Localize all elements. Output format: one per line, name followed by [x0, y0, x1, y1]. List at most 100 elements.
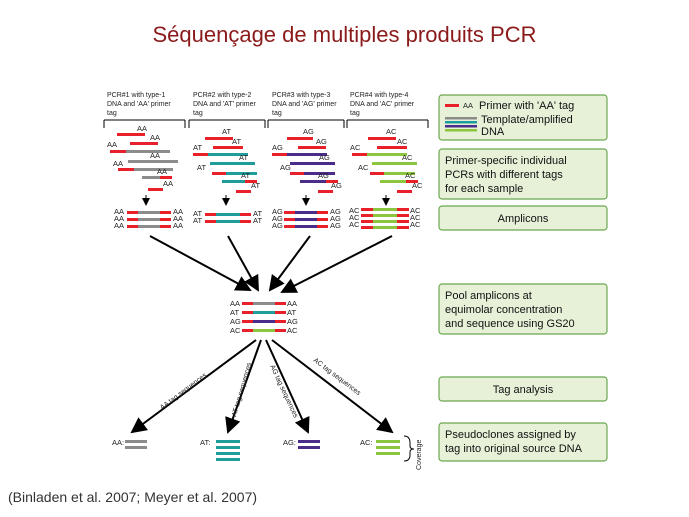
svg-text:AT: AT	[287, 308, 296, 317]
svg-text:DNA and 'AA' primer: DNA and 'AA' primer	[107, 101, 171, 108]
svg-text:AA: AA	[107, 140, 117, 149]
svg-text:AG: AG	[272, 214, 283, 223]
svg-text:AC: AC	[397, 137, 408, 146]
svg-text:AC: AC	[386, 127, 397, 136]
svg-text:tag into original source DNA: tag into original source DNA	[445, 443, 583, 455]
svg-text:AT: AT	[239, 153, 248, 162]
svg-text:AG: AG	[319, 153, 330, 162]
svg-text:AG: AG	[303, 127, 314, 136]
svg-text:AC: AC	[410, 213, 421, 222]
svg-text:PCR#2 with type-2: PCR#2 with type-2	[193, 92, 251, 99]
svg-text:AG: AG	[280, 163, 291, 172]
svg-text:AT tag sequences: AT tag sequences	[231, 362, 253, 418]
svg-text:AC: AC	[349, 213, 360, 222]
pseudoclones: AA: AT: AG: AC: Coverage	[112, 435, 423, 470]
svg-text:AA: AA	[157, 167, 167, 176]
sequence-arrow-labels: AA tag sequences AT tag sequences AG tag…	[159, 357, 362, 419]
svg-text:AC: AC	[358, 163, 369, 172]
svg-text:AT: AT	[193, 143, 202, 152]
svg-text:DNA: DNA	[481, 126, 505, 138]
svg-text:Pseudoclones assigned by: Pseudoclones assigned by	[445, 429, 576, 441]
legend-box: AA Primer with 'AA' tag Template/amplifi…	[438, 94, 608, 141]
svg-text:AG: AG	[330, 207, 341, 216]
svg-text:tag: tag	[350, 110, 360, 117]
svg-text:AC:: AC:	[360, 438, 373, 447]
svg-text:AT: AT	[232, 137, 241, 146]
svg-text:AT: AT	[197, 163, 206, 172]
svg-text:AC: AC	[350, 143, 361, 152]
svg-text:AG: AG	[316, 137, 327, 146]
svg-text:AG: AG	[331, 181, 342, 190]
svg-text:tag: tag	[272, 110, 282, 117]
svg-text:AG: AG	[318, 171, 329, 180]
box-pool-amplicons: Pool amplicons at equimolar concentratio…	[438, 283, 608, 335]
svg-text:AG: AG	[287, 317, 298, 326]
svg-text:AA: AA	[150, 133, 160, 142]
svg-text:AT: AT	[253, 209, 262, 218]
svg-text:AG: AG	[230, 317, 241, 326]
svg-text:AC: AC	[402, 153, 413, 162]
svg-text:AG tag sequences: AG tag sequences	[268, 364, 299, 420]
box-pseudoclones: Pseudoclones assigned by tag into origin…	[438, 422, 608, 462]
svg-text:AT: AT	[241, 171, 250, 180]
pcr-panel-1-header: PCR#1 with type-1 DNA and 'AA' primer ta…	[107, 92, 171, 117]
svg-text:AA: AA	[463, 101, 473, 110]
svg-text:tag: tag	[193, 110, 203, 117]
pcr-panel-2-header: PCR#2 with type-2 DNA and 'AT' primer ta…	[193, 92, 257, 117]
svg-text:Coverage: Coverage	[416, 440, 423, 470]
svg-text:AT: AT	[193, 216, 202, 225]
svg-text:AA: AA	[287, 299, 297, 308]
svg-text:DNA and 'AC' primer: DNA and 'AC' primer	[350, 101, 415, 108]
svg-text:Template/amplified: Template/amplified	[481, 114, 573, 126]
sequence-arrows	[130, 339, 394, 434]
svg-text:AT: AT	[222, 127, 231, 136]
svg-text:PCRs with different tags: PCRs with different tags	[445, 169, 563, 181]
svg-text:AA: AA	[114, 207, 124, 216]
svg-text:AA: AA	[113, 159, 123, 168]
svg-text:PCR#1 with type-1: PCR#1 with type-1	[107, 92, 165, 99]
svg-text:AT:: AT:	[200, 438, 210, 447]
pcr-panel-4-header: PCR#4 with type-4 DNA and 'AC' primer ta…	[350, 92, 415, 117]
svg-text:AC: AC	[349, 206, 360, 215]
svg-text:AA: AA	[114, 221, 124, 230]
svg-text:AC: AC	[287, 326, 298, 335]
box-tag-analysis: Tag analysis	[438, 376, 608, 402]
svg-text:AC: AC	[405, 171, 416, 180]
svg-text:Primer-specific individual: Primer-specific individual	[445, 155, 567, 167]
svg-text:AA: AA	[230, 299, 240, 308]
svg-text:AT: AT	[253, 216, 262, 225]
svg-text:and sequence using GS20: and sequence using GS20	[445, 318, 575, 330]
svg-text:AA: AA	[114, 214, 124, 223]
svg-text:AT: AT	[193, 209, 202, 218]
svg-text:AG: AG	[272, 143, 283, 152]
svg-text:AC: AC	[410, 220, 421, 229]
svg-text:AC: AC	[230, 326, 241, 335]
svg-text:AT: AT	[230, 308, 239, 317]
svg-text:AA: AA	[173, 207, 183, 216]
citation: (Binladen et al. 2007; Meyer et al. 2007…	[8, 489, 258, 505]
svg-text:AA: AA	[173, 214, 183, 223]
svg-text:AC: AC	[410, 206, 421, 215]
box-primer-specific: Primer-specific individual PCRs with dif…	[438, 148, 608, 200]
svg-text:Amplicons: Amplicons	[498, 213, 549, 225]
pool-arrows	[149, 235, 393, 293]
box-amplicons: Amplicons	[438, 205, 608, 231]
svg-text:AA tag sequences: AA tag sequences	[159, 372, 209, 412]
svg-text:AA: AA	[163, 179, 173, 188]
svg-text:AG:: AG:	[283, 438, 296, 447]
svg-text:AC: AC	[412, 181, 423, 190]
svg-text:PCR#4 with type-4: PCR#4 with type-4	[350, 92, 408, 99]
svg-text:AA: AA	[137, 124, 147, 133]
panel-brackets	[103, 119, 429, 128]
svg-text:for each sample: for each sample	[445, 183, 523, 195]
svg-text:AA:: AA:	[112, 438, 124, 447]
pooled-amplicons: AA AA AT AT AG AG AC AC	[230, 299, 298, 335]
svg-text:PCR#3 with type-3: PCR#3 with type-3	[272, 92, 330, 99]
svg-text:AG: AG	[330, 214, 341, 223]
svg-text:AG: AG	[272, 221, 283, 230]
